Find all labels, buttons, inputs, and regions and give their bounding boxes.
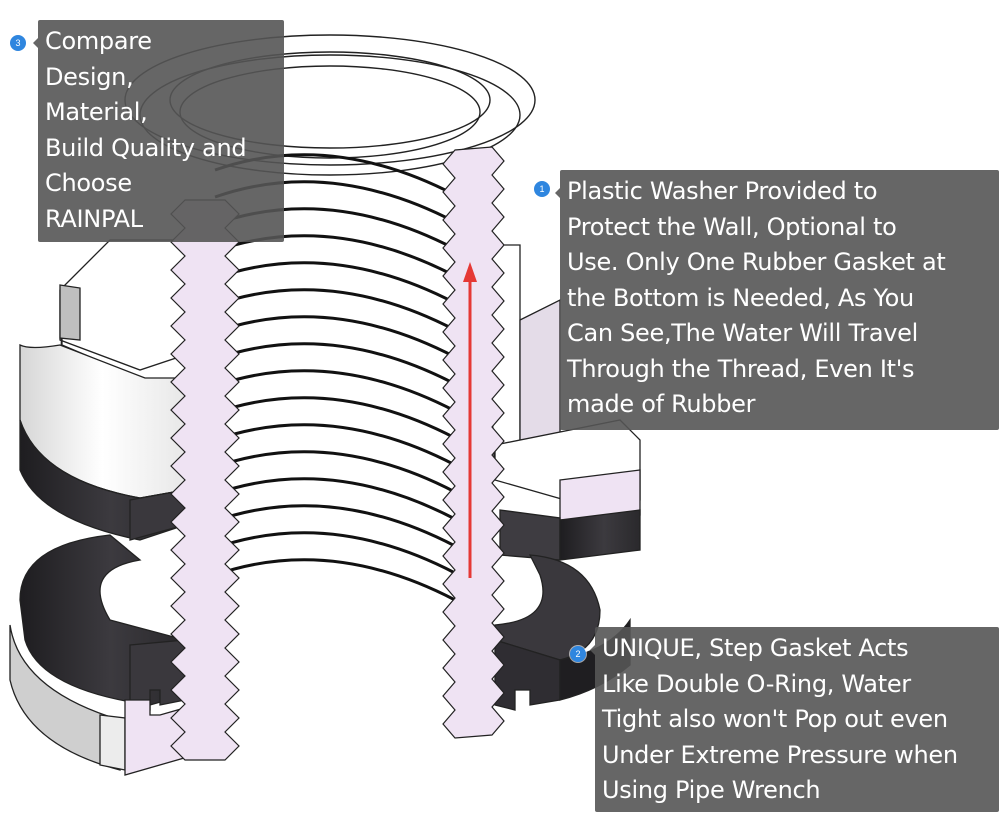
annotation-badge-1[interactable]: 1 — [534, 181, 550, 197]
thread-line — [214, 288, 456, 332]
callout-line: Design, — [45, 62, 134, 91]
left-wall-section — [170, 199, 240, 761]
right-wall-section — [442, 146, 505, 739]
callout-line: made of Rubber — [567, 390, 756, 418]
left-step-gasket — [19, 534, 186, 716]
water-path-arrow — [463, 262, 477, 578]
callout-line: Can See,The Water Will Travel — [567, 319, 919, 347]
thread-line — [214, 477, 456, 521]
callout-line: Using Pipe Wrench — [602, 776, 821, 804]
callout-line: Protect the Wall, Optional to — [567, 212, 897, 241]
callout-line: UNIQUE, Step Gasket Acts — [602, 634, 909, 662]
thread-line — [214, 531, 456, 575]
left-hex-body — [19, 239, 201, 541]
thread-line — [214, 234, 456, 278]
thread-line — [214, 450, 456, 494]
thread-line — [214, 369, 456, 413]
thread-line — [214, 504, 456, 548]
right-hex-body — [484, 244, 641, 561]
thread-line — [214, 315, 456, 359]
annotation-callout-plastic-washer: Plastic Washer Provided to Protect the W… — [555, 170, 999, 430]
thread-line — [214, 396, 456, 440]
callout-line: Through the Thread, Even It's — [567, 354, 915, 383]
thread-line — [214, 342, 456, 386]
callout-line: Like Double O-Ring, Water — [602, 669, 911, 698]
annotation-badge-2[interactable]: 2 — [570, 646, 586, 662]
callout-line: Use. Only One Rubber Gasket at — [567, 248, 946, 276]
callout-line: RAINPAL — [45, 204, 143, 233]
callout-line: Under Extreme Pressure when — [602, 740, 958, 769]
thread-line — [214, 423, 456, 467]
annotation-badge-3[interactable]: 3 — [10, 35, 26, 51]
callout-line: Material, — [45, 98, 148, 126]
annotation-callout-compare: Compare Design, Material, Build Quality … — [33, 20, 284, 242]
callout-line: Build Quality and — [45, 133, 247, 162]
callout-line: Compare — [45, 27, 152, 55]
thread-line — [214, 261, 456, 305]
callout-line: the Bottom is Needed, As You — [567, 283, 914, 312]
callout-line: Plastic Washer Provided to — [567, 177, 878, 205]
callout-line: Choose — [45, 169, 132, 197]
annotation-callout-step-gasket: UNIQUE, Step Gasket Acts Like Double O-R… — [590, 627, 999, 812]
thread-line — [214, 558, 456, 602]
callout-line: Tight also won't Pop out even — [602, 705, 948, 733]
